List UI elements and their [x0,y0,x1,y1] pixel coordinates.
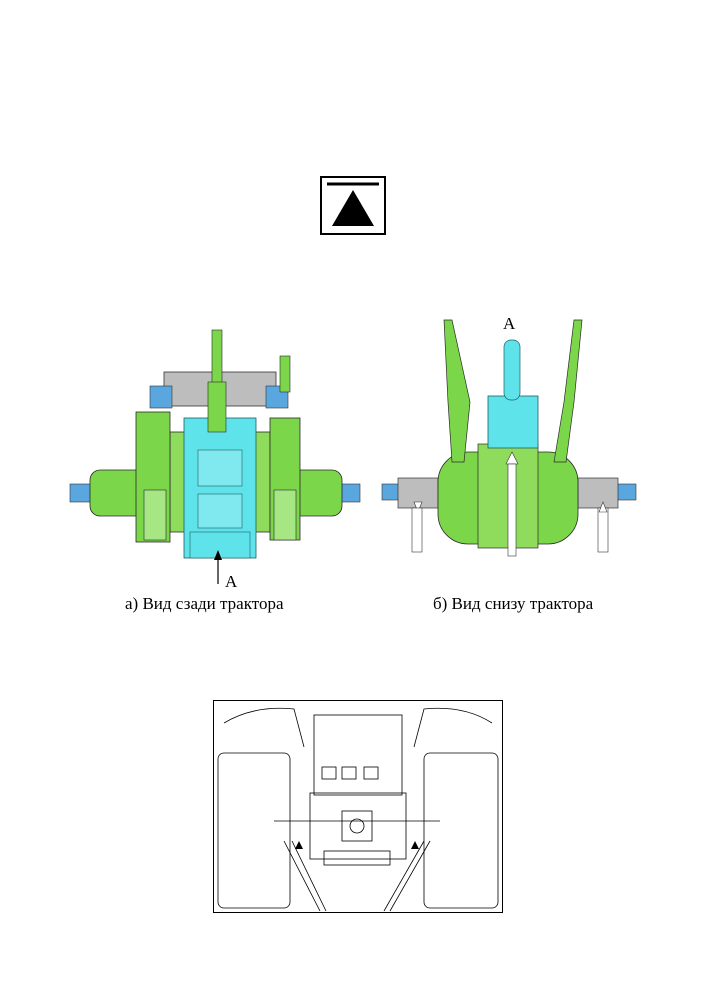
marker-a-rear: А [225,572,238,591]
warning-sign [320,176,386,235]
left-marker-triangle-icon [295,841,303,849]
right-marker-triangle-icon [411,841,419,849]
triangle-warning-sign-icon [327,182,379,226]
tractor-rear-view-drawing [69,329,361,584]
caption-bottom-view: б) Вид снизу трактора [433,594,594,613]
tractor-bottom-view-drawing [381,319,637,557]
tractor-rear-line-drawing [213,700,503,913]
marker-a-bottom: А [503,314,516,333]
caption-rear-view: а) Вид сзади трактора [125,594,284,613]
figure-bottom-view [378,312,638,560]
tractor-outline-drawing [217,707,499,912]
figure-rear-view [66,322,366,592]
